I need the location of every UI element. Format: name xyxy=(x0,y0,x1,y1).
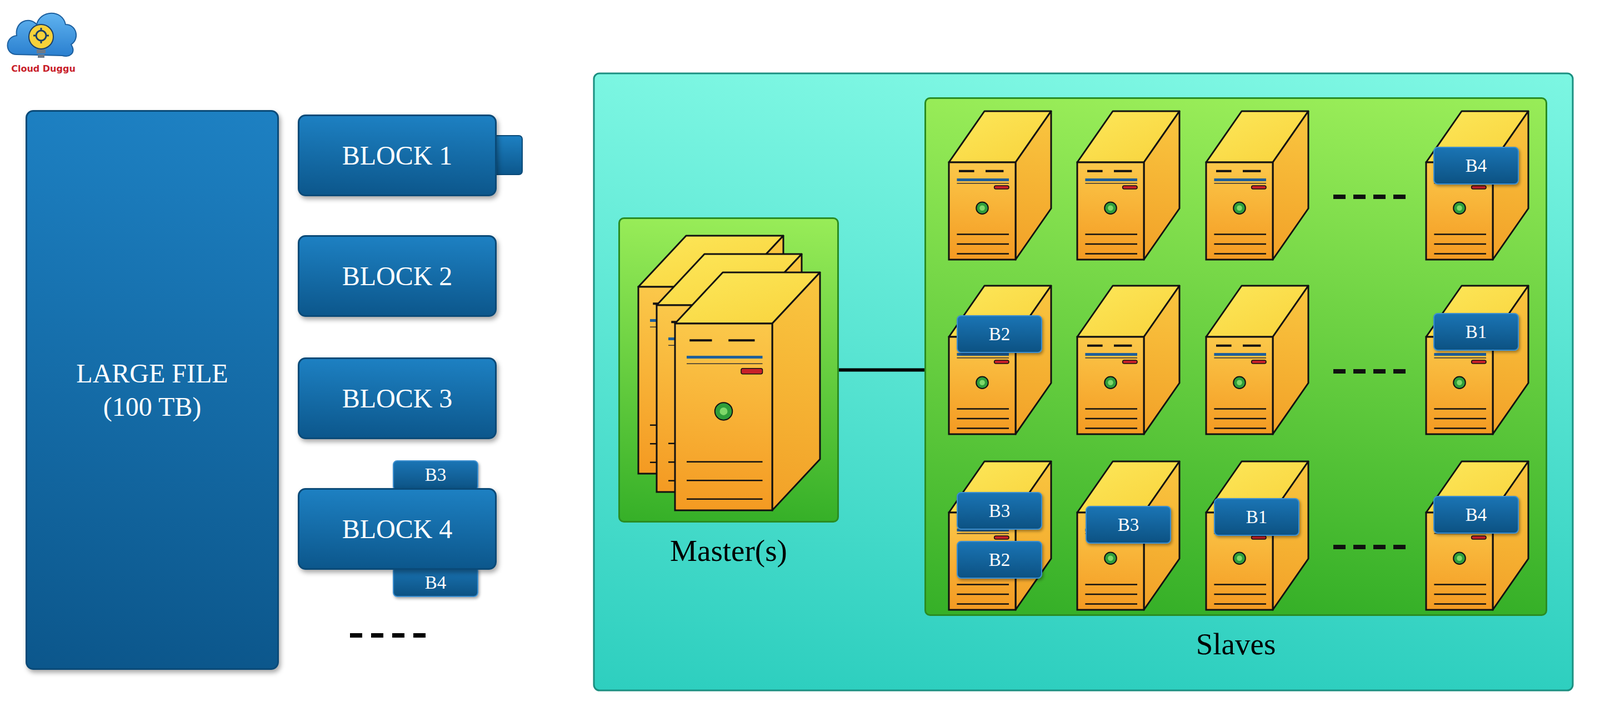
group-heading: Slaves xyxy=(870,627,1600,662)
logo-icon xyxy=(7,13,77,58)
box-label: B4 xyxy=(425,571,447,594)
server-icon xyxy=(1077,461,1180,610)
block-box: BLOCK 4 xyxy=(297,487,497,570)
replica-tag: B1 xyxy=(1433,312,1519,351)
master-servers xyxy=(620,218,841,524)
continuation-dashes xyxy=(1333,368,1408,374)
server-icon xyxy=(1426,285,1529,434)
block-tab xyxy=(492,135,523,175)
server-icon xyxy=(1426,111,1529,260)
box-label: BLOCK 2 xyxy=(342,260,453,292)
box-label: LARGE FILE (100 TB) xyxy=(49,356,255,424)
slaves-group: SlavesB4B2B1B3B2B3B1B4 xyxy=(924,97,1548,616)
server-icon xyxy=(1206,111,1309,260)
logo-text: Cloud Duggu xyxy=(4,63,83,74)
replica-tag: B1 xyxy=(1213,497,1300,536)
server-icon xyxy=(1206,285,1309,434)
replica-tag: B2 xyxy=(956,315,1043,353)
box-label: B3 xyxy=(1117,513,1140,536)
box-label: BLOCK 4 xyxy=(342,513,453,544)
replica-tag: B4 xyxy=(1433,146,1519,185)
block-box: BLOCK 2 xyxy=(297,235,497,317)
replica-tag: B3 xyxy=(392,460,479,491)
cluster-panel xyxy=(593,73,1573,690)
box-label: B4 xyxy=(1465,503,1488,526)
server-icon xyxy=(1206,461,1309,610)
continuation-dashes xyxy=(1333,544,1408,549)
server-icon xyxy=(1077,111,1180,260)
continuation-dashes xyxy=(1333,194,1408,199)
replica-tag: B4 xyxy=(392,566,479,597)
box-label: B2 xyxy=(988,548,1011,571)
box-label: B3 xyxy=(988,499,1011,522)
replica-tag: B4 xyxy=(1433,495,1519,534)
replica-tag: B2 xyxy=(956,540,1043,579)
link-line xyxy=(838,368,925,372)
box-label: B1 xyxy=(1246,505,1268,528)
continuation-dashes xyxy=(350,632,431,638)
server-icon xyxy=(948,285,1052,434)
box-label: BLOCK 1 xyxy=(342,140,453,171)
server-icon xyxy=(1077,285,1180,434)
block-box: BLOCK 3 xyxy=(297,357,497,439)
server-icon xyxy=(948,461,1052,610)
box-label: B1 xyxy=(1465,320,1488,343)
replica-tag: B3 xyxy=(956,491,1043,530)
server-icon xyxy=(948,111,1052,260)
replica-tag: B3 xyxy=(1085,505,1172,544)
box-label: B4 xyxy=(1465,154,1488,177)
group-heading: Master(s) xyxy=(564,533,893,568)
file-box: LARGE FILE (100 TB) xyxy=(25,110,279,670)
master-group: Master(s) xyxy=(618,217,839,523)
server-icon xyxy=(1426,461,1529,610)
block-box: BLOCK 1 xyxy=(297,114,497,197)
server-icon xyxy=(675,272,820,510)
box-label: BLOCK 3 xyxy=(342,382,453,414)
box-label: B3 xyxy=(425,463,447,486)
box-label: B2 xyxy=(988,322,1011,345)
